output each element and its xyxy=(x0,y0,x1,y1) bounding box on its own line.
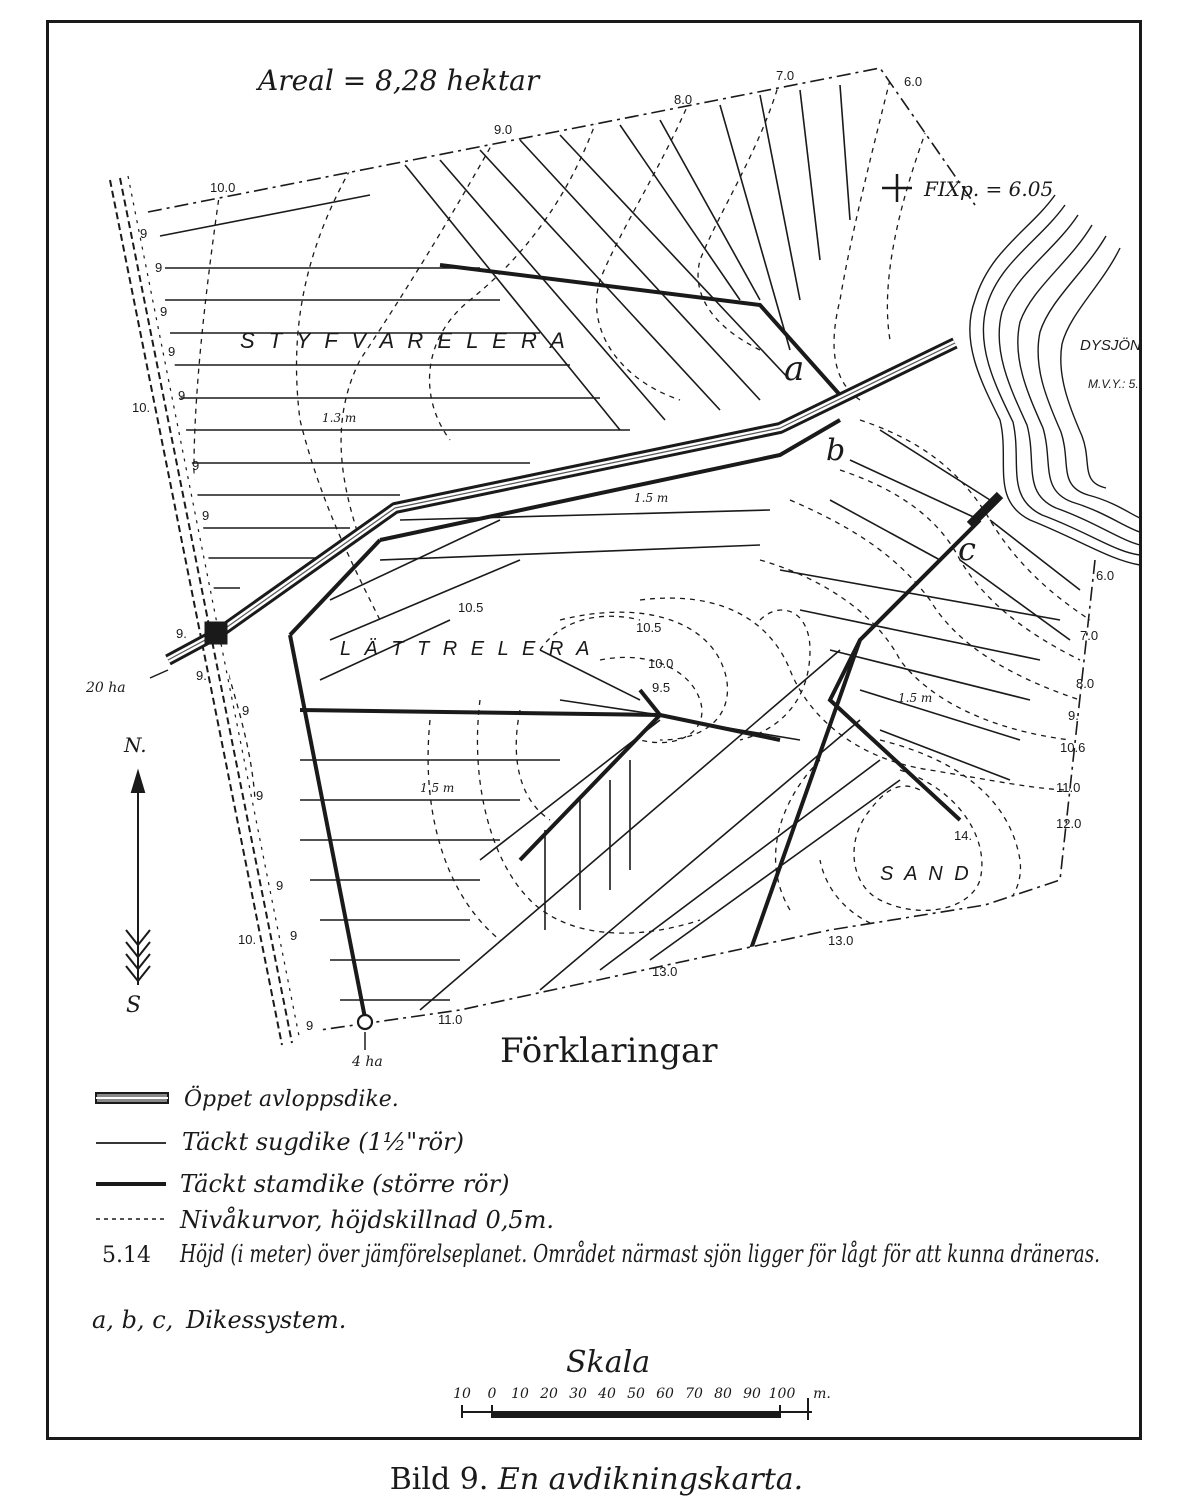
soil-label-lower: L Ä T T R E L E R A xyxy=(340,638,593,660)
property-boundary xyxy=(147,67,1096,1031)
scale-tick: 100 xyxy=(769,1386,796,1402)
scale-title: Skala xyxy=(566,1345,650,1380)
contour-label: 13.0 xyxy=(652,964,677,979)
lake-dysjon xyxy=(969,194,1141,566)
contour-label: 9. xyxy=(1068,708,1079,723)
contour-label: 10. xyxy=(132,400,150,415)
edge-height-label: 9 xyxy=(306,1018,313,1033)
contour-label: 10.0 xyxy=(210,180,235,195)
legend-item-main-drain: Täckt stamdike (större rör) xyxy=(180,1170,509,1198)
contour-label: 9.5 xyxy=(652,680,670,695)
caption-prefix: Bild 9. xyxy=(389,1462,489,1497)
contour-label: 7.0 xyxy=(776,68,794,83)
contour-label: 6.0 xyxy=(904,74,922,89)
legend-item-height-text: Höjd (i meter) över jämförelseplanet. Om… xyxy=(179,1239,1100,1268)
contour-label: 9. xyxy=(176,626,187,641)
legend-symbols xyxy=(95,1092,169,1220)
edge-height-label: 9 xyxy=(202,508,209,523)
contour-label: 14. xyxy=(954,828,972,843)
soil-label-sand: S A N D xyxy=(880,863,972,885)
contour-label: 10.5 xyxy=(458,600,483,615)
legend-item-height-prefix: 5.14 xyxy=(102,1243,151,1268)
legend-item-system-prefix: a, b, c, xyxy=(92,1306,173,1334)
contour-label: 9. xyxy=(196,668,207,683)
scale-tick: 10 xyxy=(511,1386,529,1402)
legend-item-suction-drain: Täckt sugdike (1½"rör) xyxy=(182,1128,464,1156)
edge-height-label: 9 xyxy=(192,458,199,473)
contour-label: 8.0 xyxy=(674,92,692,107)
scale-tick: 40 xyxy=(597,1386,616,1402)
contour-label: 8.0 xyxy=(1076,676,1094,691)
open-outlet-ditch xyxy=(165,337,1004,666)
scale-tick: 0 xyxy=(488,1386,497,1402)
legend-item-open-ditch: Öppet avloppsdike. xyxy=(184,1085,399,1112)
depth-label: 1.5 m xyxy=(634,491,668,505)
edge-height-label: 9 xyxy=(178,388,185,403)
suction-drains-upper xyxy=(159,84,851,589)
scale-tick: 20 xyxy=(539,1386,558,1402)
scale-tick: 80 xyxy=(714,1386,732,1402)
scale-tick: 50 xyxy=(627,1386,645,1402)
edge-height-label: 9 xyxy=(256,788,263,803)
contour-label: 11.0 xyxy=(438,1012,462,1027)
edge-height-label: 9 xyxy=(242,703,249,718)
scale-tick: 60 xyxy=(656,1386,674,1402)
south-label: S xyxy=(126,993,141,1018)
lake-level: M.V.Y.: 5. xyxy=(1088,377,1139,391)
depth-label: 1.5 m xyxy=(420,781,454,795)
contour-label: 11.0 xyxy=(1056,780,1080,795)
area-label: Areal = 8,28 hektar xyxy=(255,64,541,97)
legend-item-system: Dikessystem. xyxy=(185,1306,346,1334)
figure-caption: Bild 9. En avdikningskarta. xyxy=(0,1462,1193,1497)
soil-label-upper: S T Y F V A R E L E R A xyxy=(240,328,569,353)
inflow-bottom-label: 4 ha xyxy=(351,1054,383,1070)
inflow-left-label: 20 ha xyxy=(85,680,126,696)
lake-name: DYSJÖN xyxy=(1080,336,1141,354)
system-letter-c: c xyxy=(958,530,976,568)
legend-item-contours: Nivåkurvor, höjdskillnad 0,5m. xyxy=(179,1205,554,1234)
legend-title: Förklaringar xyxy=(500,1031,718,1071)
contour-label: 10.0 xyxy=(648,656,673,671)
scale-tick: 90 xyxy=(743,1386,761,1402)
scale-tick: 70 xyxy=(685,1386,703,1402)
legend-item-height: Höjd (i meter) över jämförelseplanet. Om… xyxy=(179,1239,1100,1268)
scale-unit: m. xyxy=(813,1386,831,1402)
contour-label: 12.0 xyxy=(1056,816,1081,831)
edge-height-label: 9 xyxy=(155,260,162,275)
contour-label: 7.0 xyxy=(1080,628,1098,643)
edge-height-label: 9 xyxy=(276,878,283,893)
fixpoint-label: FIXp. = 6.05 xyxy=(923,177,1053,201)
contour-lines xyxy=(193,79,1091,941)
contour-label: 6.0 xyxy=(1096,568,1114,583)
edge-height-label: 9 xyxy=(290,928,297,943)
caption-title: En avdikningskarta. xyxy=(497,1462,804,1497)
edge-height-label: 9 xyxy=(160,304,167,319)
scale-tick: 30 xyxy=(569,1386,587,1402)
system-letter-b: b xyxy=(826,433,845,468)
contour-label: 9.0 xyxy=(494,122,512,137)
inflow-well xyxy=(356,1013,374,1031)
system-letter-a: a xyxy=(784,349,804,389)
depth-label: 1.5 m xyxy=(898,691,932,705)
depth-label: 1.3 m xyxy=(322,411,356,425)
north-arrow-icon xyxy=(125,768,151,985)
contour-label: 10.5 xyxy=(636,620,661,635)
contour-label: 10. xyxy=(238,932,256,947)
scale-bar xyxy=(461,1398,812,1420)
main-drains xyxy=(288,263,982,1019)
edge-height-label: 9 xyxy=(140,226,147,241)
fixpoint-cross-icon xyxy=(882,174,912,202)
north-label: N. xyxy=(123,733,147,757)
contour-label: 13.0 xyxy=(828,933,853,948)
map-frame xyxy=(46,20,1142,1440)
road xyxy=(109,175,301,1046)
scale-tick: 10 xyxy=(453,1386,471,1402)
contour-label: 10.6 xyxy=(1060,740,1085,755)
edge-height-label: 9 xyxy=(168,344,175,359)
